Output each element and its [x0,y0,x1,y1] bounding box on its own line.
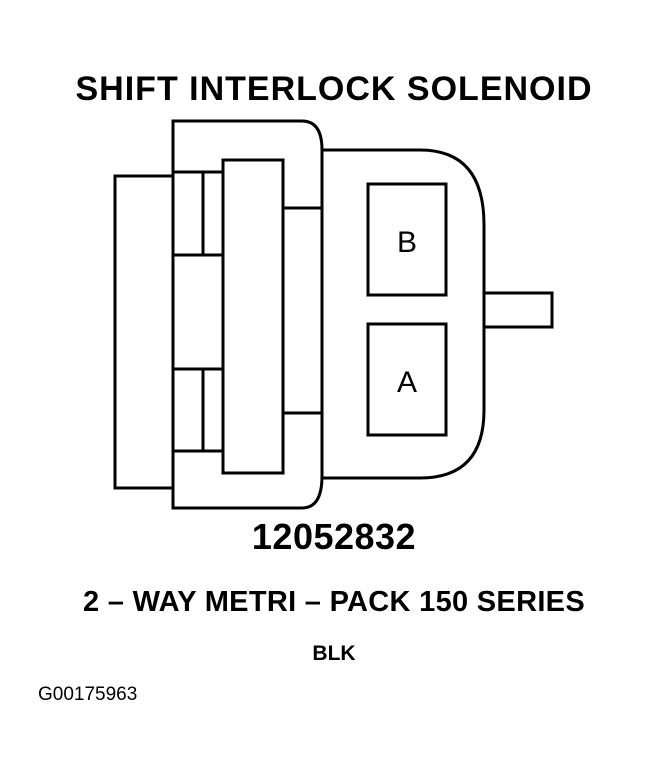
locking-tab-upper-inner [201,170,225,257]
terminal-label-a: A [397,366,417,399]
terminal-cavity-a [366,322,448,437]
connector-step-block [221,158,285,475]
connector-housing-left [113,174,175,490]
locking-tab-lower-inner [201,367,225,453]
terminal-cavity-housing [322,148,486,480]
connector-key-post [482,291,554,329]
connector-color: BLK [312,642,356,665]
connector-body [171,119,324,510]
locking-tab-lower [171,367,225,453]
connector-series: 2 – WAY METRI – PACK 150 SERIES [83,586,585,618]
diagram-title: SHIFT INTERLOCK SOLENOID [75,70,593,108]
terminal-label-b: B [397,226,417,259]
part-number: 12052832 [251,516,417,557]
connector-neck [281,206,324,415]
terminal-cavity-b [366,182,448,297]
locking-tab-upper [171,170,225,257]
figure-id: G00175963 [38,684,138,705]
